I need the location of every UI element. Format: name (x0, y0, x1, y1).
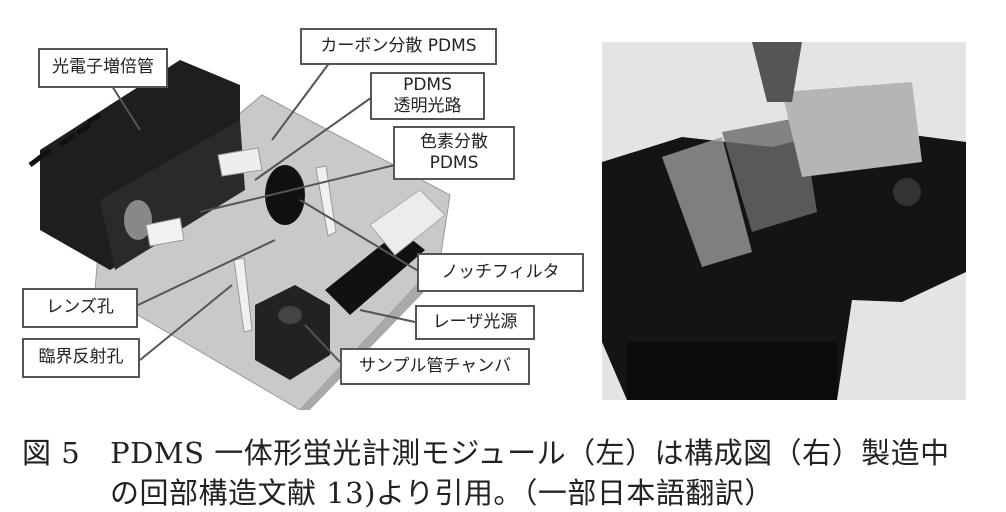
photo-render (602, 42, 966, 400)
caption-text: PDMS 一体形蛍光計測モジュール（左）は構成図（右）製造中 (110, 436, 950, 470)
label-critical-reflection-hole: 臨界反射孔 (22, 338, 140, 378)
label-text: 透明光路 (393, 96, 462, 116)
label-sample-chamber: サンプル管チャンバ (340, 348, 530, 385)
label-text: カーボン分散 PDMS (320, 35, 477, 56)
label-text: サンプル管チャンバ (358, 355, 512, 376)
module-3d-render (28, 60, 451, 415)
caption-text: の回部構造文献 13)より引用。（一部日本語翻訳） (110, 476, 774, 510)
label-carbon-pdms: カーボン分散 PDMS (300, 28, 497, 65)
pmt-window (124, 200, 152, 240)
label-text: PDMS (429, 153, 479, 173)
label-lens-hole: レンズ孔 (22, 288, 138, 328)
sample-chamber (255, 285, 330, 380)
label-text: レーザ光源 (432, 311, 518, 332)
label-text: 色素分散 (420, 131, 488, 152)
label-text: 光電子増倍管 (52, 57, 154, 78)
label-text: PDMS (403, 74, 452, 95)
dye-filter (265, 165, 305, 225)
label-photomultiplier-tube: 光電子増倍管 (38, 48, 168, 88)
label-text: ノッチフィルタ (441, 261, 560, 282)
figure-caption-line-1: 図 5 PDMS 一体形蛍光計測モジュール（左）は構成図（右）製造中 (22, 430, 950, 472)
label-notch-filter: ノッチフィルタ (417, 253, 584, 292)
figure-number: 図 5 (22, 436, 81, 470)
label-text: 臨界反射孔 (38, 347, 124, 368)
module-photo (602, 42, 966, 400)
figure-caption-line-2: の回部構造文献 13)より引用。（一部日本語翻訳） (110, 470, 774, 512)
label-text: レンズ孔 (46, 297, 114, 318)
label-laser-source: レーザ光源 (415, 305, 535, 340)
